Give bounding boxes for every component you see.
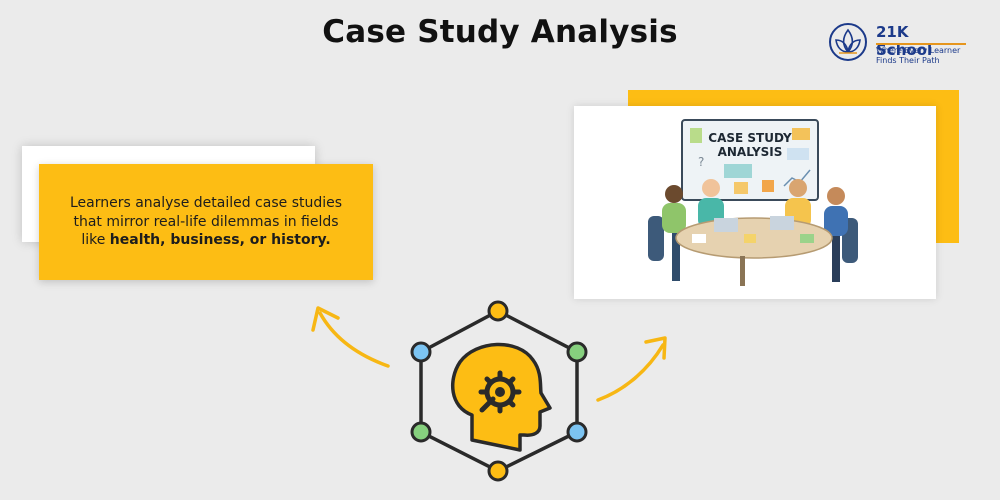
head-gear-wrench-icon — [451, 342, 552, 452]
left-curved-arrow — [311, 306, 390, 368]
students-discussion-illustration: CASE STUDY ANALYSIS ? — [648, 119, 858, 286]
laptop-2 — [770, 216, 794, 230]
logo-tagline: Where Every Learner Finds Their Path — [876, 46, 961, 65]
lotus-icon — [829, 23, 867, 61]
node-upper-right — [566, 341, 588, 363]
node-upper-left — [410, 341, 432, 363]
logo-name: 21K School — [876, 23, 933, 59]
bank-icon — [734, 182, 748, 194]
board-title-line2: ANALYSIS — [718, 145, 783, 159]
callout-text: Learners analyse detailed case studies t… — [61, 194, 351, 250]
board-box-1 — [724, 164, 752, 178]
whiteboard — [681, 119, 819, 201]
right-curved-arrow — [596, 336, 667, 402]
chair-left — [648, 216, 664, 261]
description-callout: Learners analyse detailed case studies t… — [39, 164, 373, 280]
board-title-line1: CASE STUDY — [708, 131, 792, 145]
table-leg — [740, 256, 745, 286]
school-logo: 21K School Where Every Learner Finds The… — [828, 22, 968, 65]
book-icon — [792, 128, 810, 140]
question-mark-icon: ? — [698, 155, 704, 169]
board-box-2 — [787, 148, 809, 160]
node-lower-right — [566, 421, 588, 443]
callout-text-bold: health, business, or history. — [109, 232, 331, 249]
node-lower-left — [410, 421, 432, 443]
paper-3 — [800, 234, 814, 243]
node-top — [487, 300, 509, 322]
illustration-card: CASE STUDY ANALYSIS ? — [574, 106, 936, 299]
student-1 — [662, 185, 686, 281]
laptop-1 — [714, 218, 738, 232]
paper-1 — [744, 234, 756, 243]
notes-icon — [690, 128, 702, 143]
coin-icon — [762, 180, 774, 192]
logo-divider — [876, 43, 966, 45]
callout-text-plain: Learners analyse detailed case studies t… — [69, 195, 343, 249]
paper-2 — [692, 234, 706, 243]
node-bottom — [487, 460, 509, 482]
student-4 — [824, 187, 848, 282]
page-title: Case Study Analysis — [322, 14, 678, 50]
hub-diagram — [410, 300, 588, 482]
